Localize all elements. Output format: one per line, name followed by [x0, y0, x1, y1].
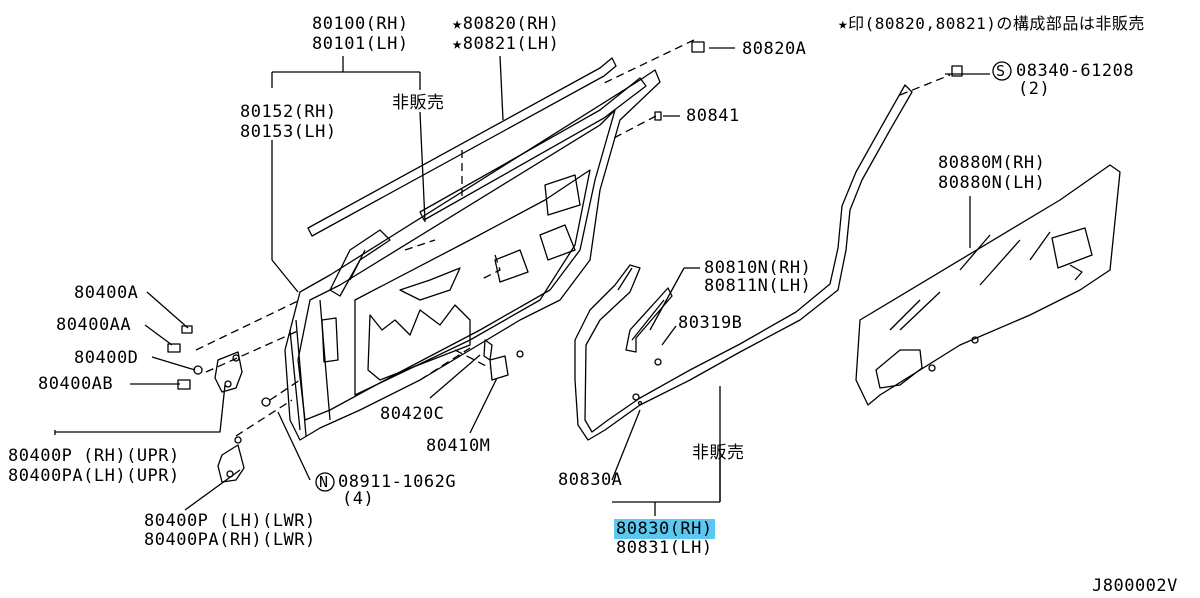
n-circle [315, 472, 335, 492]
part-label-80811n[interactable]: 80811N(LH) [704, 276, 812, 296]
part-label-80100[interactable]: 80100(RH) [312, 14, 409, 34]
part-label-80400p-upr[interactable]: 80400P (RH)(UPR) [8, 446, 180, 466]
door-lock-parts [483, 339, 524, 381]
part-label-80831[interactable]: 80831(LH) [616, 538, 713, 558]
weatherstrip-upper [307, 57, 647, 297]
header-note: ★印(80820,80821)の構成部品は非販売 [838, 14, 1145, 33]
leader-lines [54, 47, 990, 516]
door-weatherstrip [574, 84, 913, 441]
n-mark-label: N [319, 473, 329, 491]
part-label-80880m[interactable]: 80880M(RH) [938, 153, 1046, 173]
door-shell [284, 69, 661, 441]
part-label-80101[interactable]: 80101(LH) [312, 34, 409, 54]
not-for-sale-label-2: 非販売 [692, 443, 745, 463]
part-label-08911[interactable]: 08911-1062G [338, 472, 457, 492]
part-label-80880n[interactable]: 80880N(LH) [938, 173, 1046, 193]
lower-hinge [217, 436, 245, 483]
s-mark-label: S [996, 62, 1006, 80]
upper-hinge [214, 351, 243, 393]
part-label-80400pa-lwr[interactable]: 80400PA(RH)(LWR) [144, 530, 316, 550]
part-label-80810n[interactable]: 80810N(RH) [704, 258, 812, 278]
part-label-80400aa[interactable]: 80400AA [56, 315, 132, 335]
part-label-08911-qty: (4) [342, 489, 375, 509]
part-label-80153[interactable]: 80153(LH) [240, 122, 337, 142]
part-label-80400d[interactable]: 80400D [74, 348, 139, 368]
part-label-80400a[interactable]: 80400A [74, 283, 139, 303]
part-label-80830a[interactable]: 80830A [558, 470, 623, 490]
part-label-80400pa-upr[interactable]: 80400PA(LH)(UPR) [8, 466, 180, 486]
part-label-80152[interactable]: 80152(RH) [240, 102, 337, 122]
part-label-80400p-lwr[interactable]: 80400P (LH)(LWR) [144, 511, 316, 531]
part-label-80400ab[interactable]: 80400AB [38, 374, 114, 394]
part-label-80841[interactable]: 80841 [686, 106, 740, 126]
door-trim-panel [855, 164, 1121, 406]
part-label-08340-qty: (2) [1018, 79, 1051, 99]
part-label-80420c[interactable]: 80420C [380, 404, 445, 424]
part-label-80830-selected[interactable]: 80830(RH) [614, 519, 715, 539]
part-label-80821[interactable]: ★80821(LH) [452, 34, 560, 54]
part-label-80820a[interactable]: 80820A [742, 39, 807, 59]
part-label-80319b[interactable]: 80319B [678, 313, 743, 333]
part-label-80410m[interactable]: 80410M [426, 436, 491, 456]
not-for-sale-label-1: 非販売 [392, 93, 445, 113]
dashed-lines [195, 39, 951, 437]
bolts [167, 41, 963, 407]
part-label-80820[interactable]: ★80820(RH) [452, 14, 560, 34]
part-label-08340[interactable]: 08340-61208 [1016, 61, 1135, 81]
diagram-code: J800002V [1092, 576, 1178, 596]
partition-seal [625, 287, 673, 366]
s-circle [992, 61, 1012, 81]
